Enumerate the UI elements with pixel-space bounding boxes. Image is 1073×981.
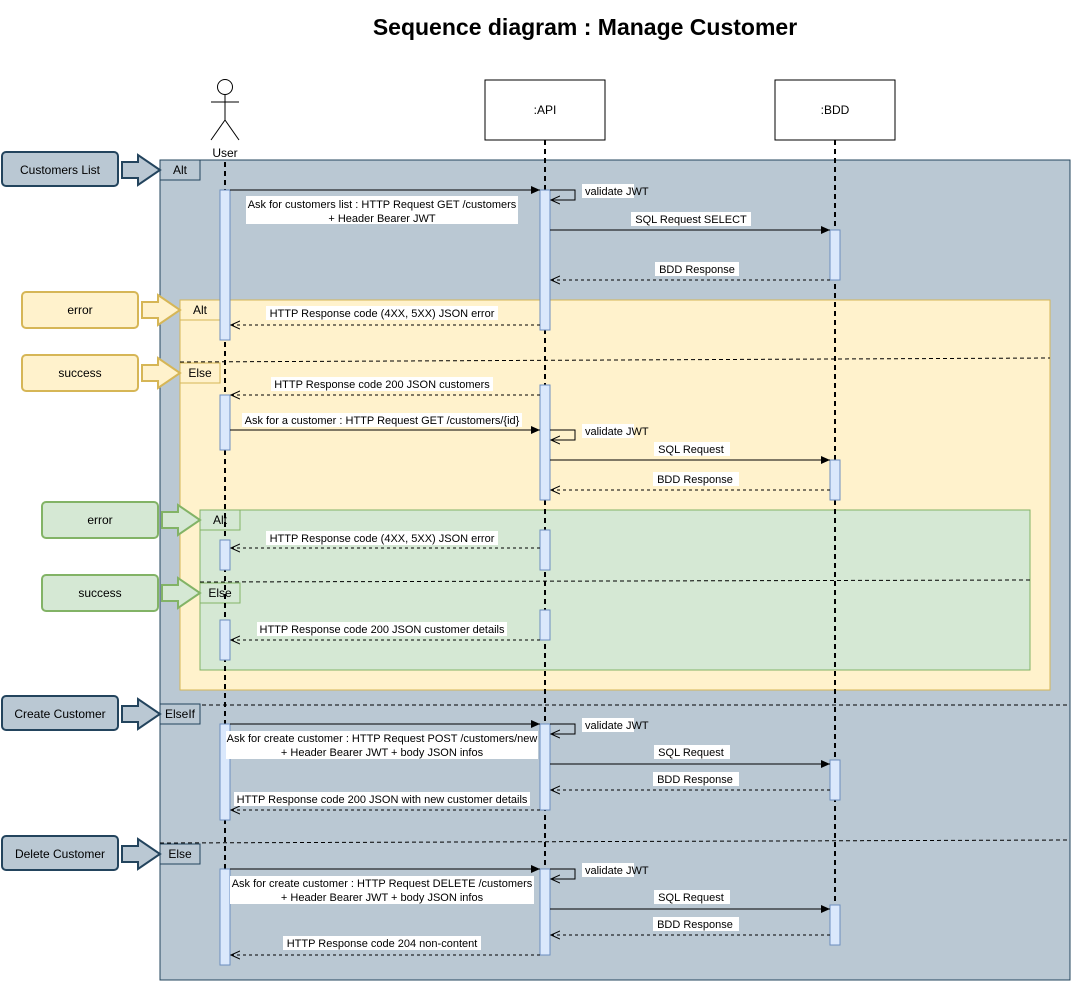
- operator-alt-inner: Alt: [179, 299, 221, 321]
- activation-bar: [219, 868, 231, 966]
- operator-alt-nested: Alt: [199, 509, 241, 531]
- svg-text:success: success: [78, 586, 121, 600]
- activation-bar: [539, 868, 551, 956]
- svg-text::BDD: :BDD: [821, 103, 850, 117]
- message-label: validate JWT: [585, 865, 649, 877]
- block-arrow-icon: [141, 293, 182, 327]
- message-label: BDD Response: [657, 774, 733, 786]
- svg-text:Create Customer: Create Customer: [14, 707, 105, 721]
- activation-bar: [219, 394, 231, 451]
- message-label: Ask for customers list : HTTP Request GE…: [248, 199, 517, 211]
- activation-bar: [829, 759, 841, 801]
- operator-else-inner: Else: [179, 362, 221, 384]
- message-label: HTTP Response code 200 JSON with new cus…: [237, 794, 528, 806]
- message-label: validate JWT: [585, 186, 649, 198]
- block-arrow-icon: [121, 153, 162, 187]
- activation-bar: [219, 723, 231, 821]
- side-label-customers-list: Customers List: [1, 151, 162, 187]
- svg-text:Alt: Alt: [173, 163, 188, 177]
- self-message-arrow: [550, 723, 576, 734]
- message-label: SQL Request: [658, 892, 724, 904]
- actor-icon: [210, 79, 240, 141]
- activation-bar: [829, 904, 841, 946]
- diagram-title: Sequence diagram : Manage Customer: [372, 14, 798, 40]
- participant-user: User: [210, 79, 240, 160]
- svg-text:Else: Else: [168, 847, 192, 861]
- side-label-error-1: error: [21, 291, 182, 329]
- operator-else-nested: Else: [199, 582, 241, 604]
- message-label: HTTP Response code (4XX, 5XX) JSON error: [270, 308, 495, 320]
- message-label: Ask for create customer : HTTP Request P…: [227, 733, 538, 745]
- message-label: HTTP Response code 200 JSON customer det…: [260, 624, 505, 636]
- svg-text:error: error: [87, 513, 112, 527]
- participant-user-label: User: [212, 146, 237, 160]
- outer-else-separator: [159, 839, 1071, 844]
- message-label: HTTP Response code 200 JSON customers: [274, 379, 490, 391]
- side-label-error-2: error: [41, 501, 202, 539]
- message-label: + Header Bearer JWT: [328, 213, 436, 225]
- message-label: HTTP Response code (4XX, 5XX) JSON error: [270, 533, 495, 545]
- block-arrow-icon: [141, 356, 182, 390]
- operator-else-outer: Else: [159, 843, 201, 865]
- block-arrow-icon: [121, 697, 162, 731]
- activation-bar: [539, 609, 551, 641]
- activation-bar: [219, 619, 231, 661]
- message-label: SQL Request SELECT: [635, 214, 747, 226]
- activation-bar: [829, 459, 841, 501]
- svg-text:Delete Customer: Delete Customer: [15, 847, 105, 861]
- participant-api: :API: [484, 79, 606, 141]
- operator-alt-outer: Alt: [159, 159, 201, 181]
- message-label: SQL Request: [658, 747, 724, 759]
- activation-bar: [539, 529, 551, 571]
- block-arrow-icon: [161, 576, 202, 610]
- side-label-create-customer: Create Customer: [1, 695, 162, 731]
- activation-bar: [539, 384, 551, 501]
- message-label: + Header Bearer JWT + body JSON infos: [281, 747, 484, 759]
- message-label: BDD Response: [657, 474, 733, 486]
- activation-bar: [539, 723, 551, 811]
- inner-else-separator: [179, 357, 1051, 363]
- message-label: + Header Bearer JWT + body JSON infos: [281, 892, 484, 904]
- svg-text:Alt: Alt: [213, 513, 228, 527]
- message-label: BDD Response: [657, 919, 733, 931]
- svg-text:Customers List: Customers List: [20, 163, 101, 177]
- nested-else-separator: [199, 579, 1031, 583]
- side-label-delete-customer: Delete Customer: [1, 835, 162, 871]
- message-label: validate JWT: [585, 426, 649, 438]
- svg-text:Else: Else: [208, 586, 232, 600]
- svg-text::API: :API: [534, 103, 557, 117]
- side-label-success-2: success: [41, 574, 202, 612]
- message-label: HTTP Response code 204 non-content: [287, 938, 478, 950]
- svg-text:Else: Else: [188, 366, 212, 380]
- operator-elseif-outer: ElseIf: [159, 703, 201, 725]
- activation-bar: [219, 189, 231, 341]
- self-message-arrow: [550, 429, 576, 440]
- svg-text:Alt: Alt: [193, 303, 208, 317]
- svg-text:error: error: [67, 303, 92, 317]
- message-label: Ask for a customer : HTTP Request GET /c…: [245, 415, 520, 427]
- activation-bar: [829, 229, 841, 281]
- activation-bar: [219, 539, 231, 571]
- side-label-success-1: success: [21, 354, 182, 392]
- self-message-arrow: [550, 189, 576, 200]
- message-label: Ask for create customer : HTTP Request D…: [232, 878, 533, 890]
- self-message-arrow: [550, 868, 576, 879]
- activation-bar: [539, 189, 551, 331]
- svg-text:ElseIf: ElseIf: [165, 707, 196, 721]
- block-arrow-icon: [121, 837, 162, 871]
- svg-text:success: success: [58, 366, 101, 380]
- message-label: SQL Request: [658, 444, 724, 456]
- message-label: validate JWT: [585, 720, 649, 732]
- participant-bdd: :BDD: [774, 79, 896, 141]
- message-label: BDD Response: [659, 264, 735, 276]
- block-arrow-icon: [161, 503, 202, 537]
